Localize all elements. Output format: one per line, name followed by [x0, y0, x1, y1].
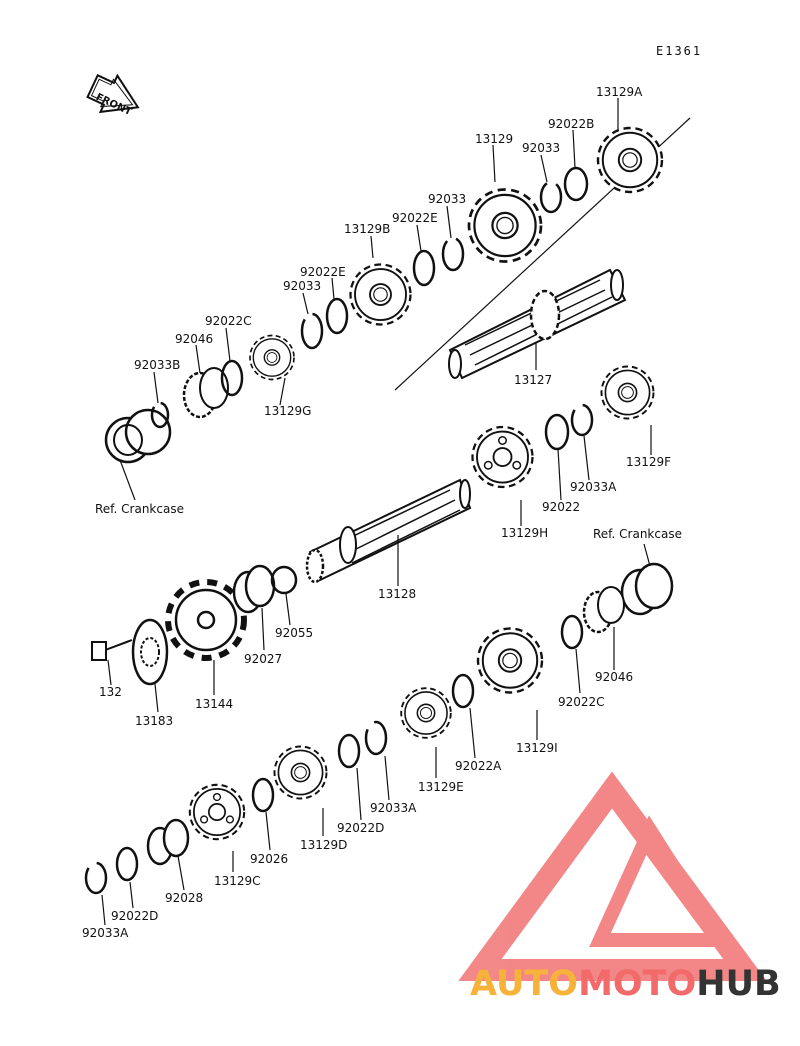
- gear-13129G-icon: [249, 334, 295, 381]
- bolt-132-icon: [91, 639, 133, 661]
- part-label-13129: 13129: [475, 132, 514, 146]
- part-label-92022E-2: 92022E: [300, 265, 346, 279]
- watermark-part-3: HUB: [696, 964, 781, 1004]
- watermark-part-2: MOTO: [578, 964, 697, 1004]
- part-label-13183: 13183: [135, 714, 174, 728]
- part-label-92022C-bottom: 92022C: [558, 695, 605, 709]
- part-label-92028: 92028: [165, 891, 204, 905]
- part-label-92033-low: 92033: [283, 279, 322, 293]
- gear-13129D-icon: [273, 745, 328, 800]
- bearing-left-crankcase-icon: [104, 408, 172, 464]
- part-label-92027: 92027: [244, 652, 283, 666]
- part-label-92022D-2: 92022D: [111, 909, 159, 923]
- part-label-92033A-1: 92033A: [570, 480, 617, 494]
- diagram-code: E1361: [656, 44, 703, 58]
- part-label-92033-mid: 92033: [428, 192, 467, 206]
- washers-and-circlips-icon: [84, 166, 594, 895]
- gear-13129-icon: [467, 188, 543, 263]
- part-label-92046-bottom: 92046: [595, 670, 634, 684]
- gear-13129B-icon: [349, 263, 412, 326]
- bearing-right-crankcase-icon: [620, 562, 674, 616]
- part-label-92033B: 92033B: [134, 358, 181, 372]
- part-label-13129I: 13129I: [516, 741, 558, 755]
- ref-crankcase-right-label: Ref. Crankcase: [593, 527, 682, 541]
- part-label-92033A-3: 92033A: [82, 926, 129, 940]
- part-label-13127: 13127: [514, 373, 553, 387]
- part-label-92022C-top: 92022C: [205, 314, 252, 328]
- watermark-text: AUTOMOTOHUB: [470, 964, 781, 1004]
- part-label-92022: 92022: [542, 500, 581, 514]
- input-shaft-13128: [305, 478, 472, 584]
- gear-13129C-icon: [188, 783, 246, 841]
- ref-crankcase-left-label: Ref. Crankcase: [95, 502, 184, 516]
- front-arrow-icon: [86, 73, 140, 114]
- sprocket-13144-icon: [165, 579, 247, 661]
- part-label-13129F: 13129F: [626, 455, 672, 469]
- part-label-92022B: 92022B: [548, 117, 595, 131]
- part-label-13129E: 13129E: [418, 780, 464, 794]
- part-label-92026: 92026: [250, 852, 289, 866]
- gear-13129A-icon: [596, 126, 664, 194]
- collar-92028-icon: [146, 818, 190, 866]
- part-label-92046-top: 92046: [175, 332, 214, 346]
- part-label-13129C: 13129C: [214, 874, 261, 888]
- part-label-92033A-2: 92033A: [370, 801, 417, 815]
- part-label-92022E-1: 92022E: [392, 211, 438, 225]
- gear-13129H-icon: [471, 425, 534, 489]
- leader-lines: [101, 98, 652, 926]
- gear-13129E-icon: [400, 687, 452, 739]
- part-label-92022D-1: 92022D: [337, 821, 385, 835]
- part-label-92022A: 92022A: [455, 759, 502, 773]
- part-label-13128: 13128: [378, 587, 417, 601]
- part-label-13129D: 13129D: [300, 838, 348, 852]
- sprocket-plate-13183-icon: [131, 618, 169, 686]
- needle-bearing-92046-bottom-icon: [582, 586, 625, 634]
- part-label-92055: 92055: [275, 626, 314, 640]
- part-label-92033-top: 92033: [522, 141, 561, 155]
- part-label-132: 132: [99, 685, 122, 699]
- part-label-13129B: 13129B: [344, 222, 391, 236]
- part-label-13144: 13144: [195, 697, 234, 711]
- oil-seal-92027-icon: [232, 564, 276, 614]
- watermark-part-1: AUTO: [470, 964, 579, 1004]
- part-label-13129A: 13129A: [596, 85, 643, 99]
- gear-13129F-icon: [600, 365, 655, 420]
- watermark-logo-icon: [458, 771, 767, 981]
- part-label-13129G: 13129G: [264, 404, 312, 418]
- part-label-13129H: 13129H: [501, 526, 549, 540]
- gear-13129I-icon: [476, 626, 544, 695]
